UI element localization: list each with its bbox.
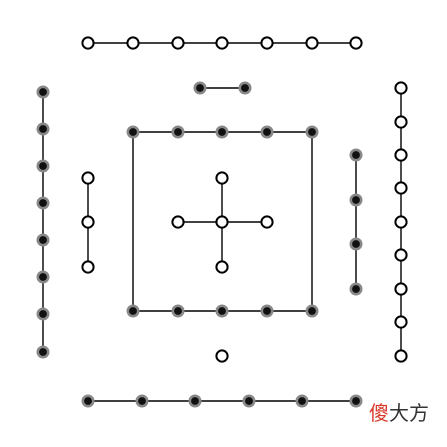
filled-dot <box>238 81 252 95</box>
filled-dot <box>126 304 140 318</box>
hollow-dot <box>394 181 408 195</box>
filled-dot <box>171 125 185 139</box>
filled-dot <box>349 237 363 251</box>
filled-dot <box>260 304 274 318</box>
filled-dot <box>135 394 149 408</box>
filled-dot <box>242 394 256 408</box>
filled-dot <box>36 270 50 284</box>
hollow-dot <box>215 349 229 363</box>
filled-dot <box>36 159 50 173</box>
hollow-dot <box>349 36 363 50</box>
filled-dot <box>349 148 363 162</box>
filled-dot <box>215 304 229 318</box>
hollow-dot <box>171 215 185 229</box>
dot-markers <box>36 36 408 408</box>
hollow-dot <box>81 260 95 274</box>
hollow-dot <box>394 81 408 95</box>
filled-dot <box>349 282 363 296</box>
filled-dot <box>215 125 229 139</box>
filled-dot <box>36 233 50 247</box>
filled-dot <box>305 304 319 318</box>
filled-dot <box>188 394 202 408</box>
filled-dot <box>349 394 363 408</box>
filled-dot <box>81 394 95 408</box>
watermark-char-2: 大方 <box>389 401 429 425</box>
filled-dot <box>171 304 185 318</box>
hollow-dot <box>215 260 229 274</box>
filled-dot <box>193 81 207 95</box>
filled-dot <box>36 85 50 99</box>
hollow-dot <box>171 36 185 50</box>
filled-dot <box>126 125 140 139</box>
filled-dot <box>305 125 319 139</box>
filled-dot <box>260 125 274 139</box>
hollow-dot <box>215 215 229 229</box>
watermark: 傻大方 <box>369 403 429 423</box>
hollow-dot <box>305 36 319 50</box>
filled-dot <box>295 394 309 408</box>
hollow-dot <box>260 215 274 229</box>
hollow-dot <box>394 349 408 363</box>
filled-dot <box>36 345 50 359</box>
hollow-dot <box>215 171 229 185</box>
hollow-dot <box>394 248 408 262</box>
hollow-dot <box>81 36 95 50</box>
hollow-dot <box>81 171 95 185</box>
watermark-char-1: 傻 <box>369 401 389 425</box>
hollow-dot <box>394 215 408 229</box>
filled-dot <box>349 193 363 207</box>
hollow-dot <box>126 36 140 50</box>
hollow-dot <box>394 115 408 129</box>
filled-dot <box>36 307 50 321</box>
hollow-dot <box>215 36 229 50</box>
hollow-dot <box>394 148 408 162</box>
hollow-dot <box>260 36 274 50</box>
hollow-dot <box>81 215 95 229</box>
filled-dot <box>36 196 50 210</box>
hollow-dot <box>394 315 408 329</box>
hollow-dot <box>394 282 408 296</box>
filled-dot <box>36 122 50 136</box>
